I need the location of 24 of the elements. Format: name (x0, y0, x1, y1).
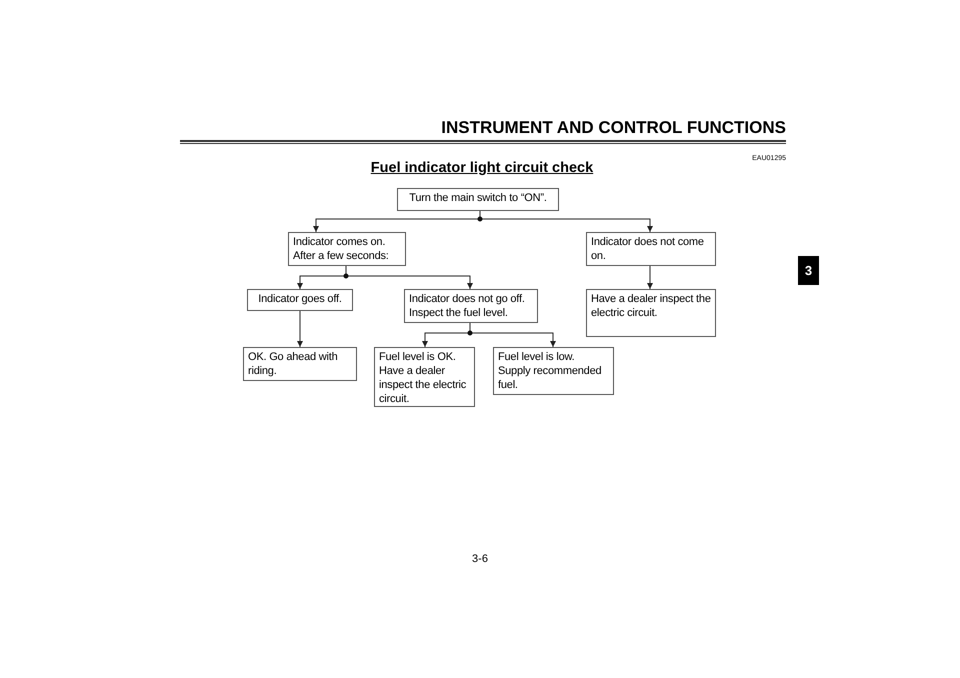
process-box (374, 347, 475, 407)
process-box (243, 347, 357, 381)
box-text: Fuel level is OK. Have a dealer inspect the electric circuit. (379, 350, 468, 406)
connector-arrow (297, 310, 303, 348)
box-text: Indicator goes off. (258, 292, 342, 306)
process-box (493, 347, 614, 395)
box-text: OK. Go ahead with riding. (248, 350, 339, 378)
diagram-title: Fuel indicator light circuit check (370, 161, 594, 176)
process-box (586, 289, 716, 337)
process-box (288, 232, 406, 266)
chapter-tab: 3 (798, 256, 819, 285)
page-header: INSTRUMENT AND CONTROL FUNCTIONS (440, 119, 786, 136)
box-text: Indicator comes on. After a few seconds: (293, 235, 390, 263)
box-text: Indicator does not go off. Inspect the fuel level. (409, 292, 526, 320)
process-box (404, 289, 538, 323)
page-number: 3-6 (471, 554, 489, 565)
box-text: Indicator does not come on. (591, 235, 705, 263)
process-box (397, 188, 559, 211)
process-box (247, 289, 353, 311)
process-box (586, 232, 716, 266)
box-text: Fuel level is low. Supply recommended fuel. (498, 350, 602, 392)
box-text: Have a dealer inspect the electric circuit. (591, 292, 711, 320)
connector-arrow (647, 266, 653, 290)
box-text: Turn the main switch to “ON”. (409, 191, 547, 205)
